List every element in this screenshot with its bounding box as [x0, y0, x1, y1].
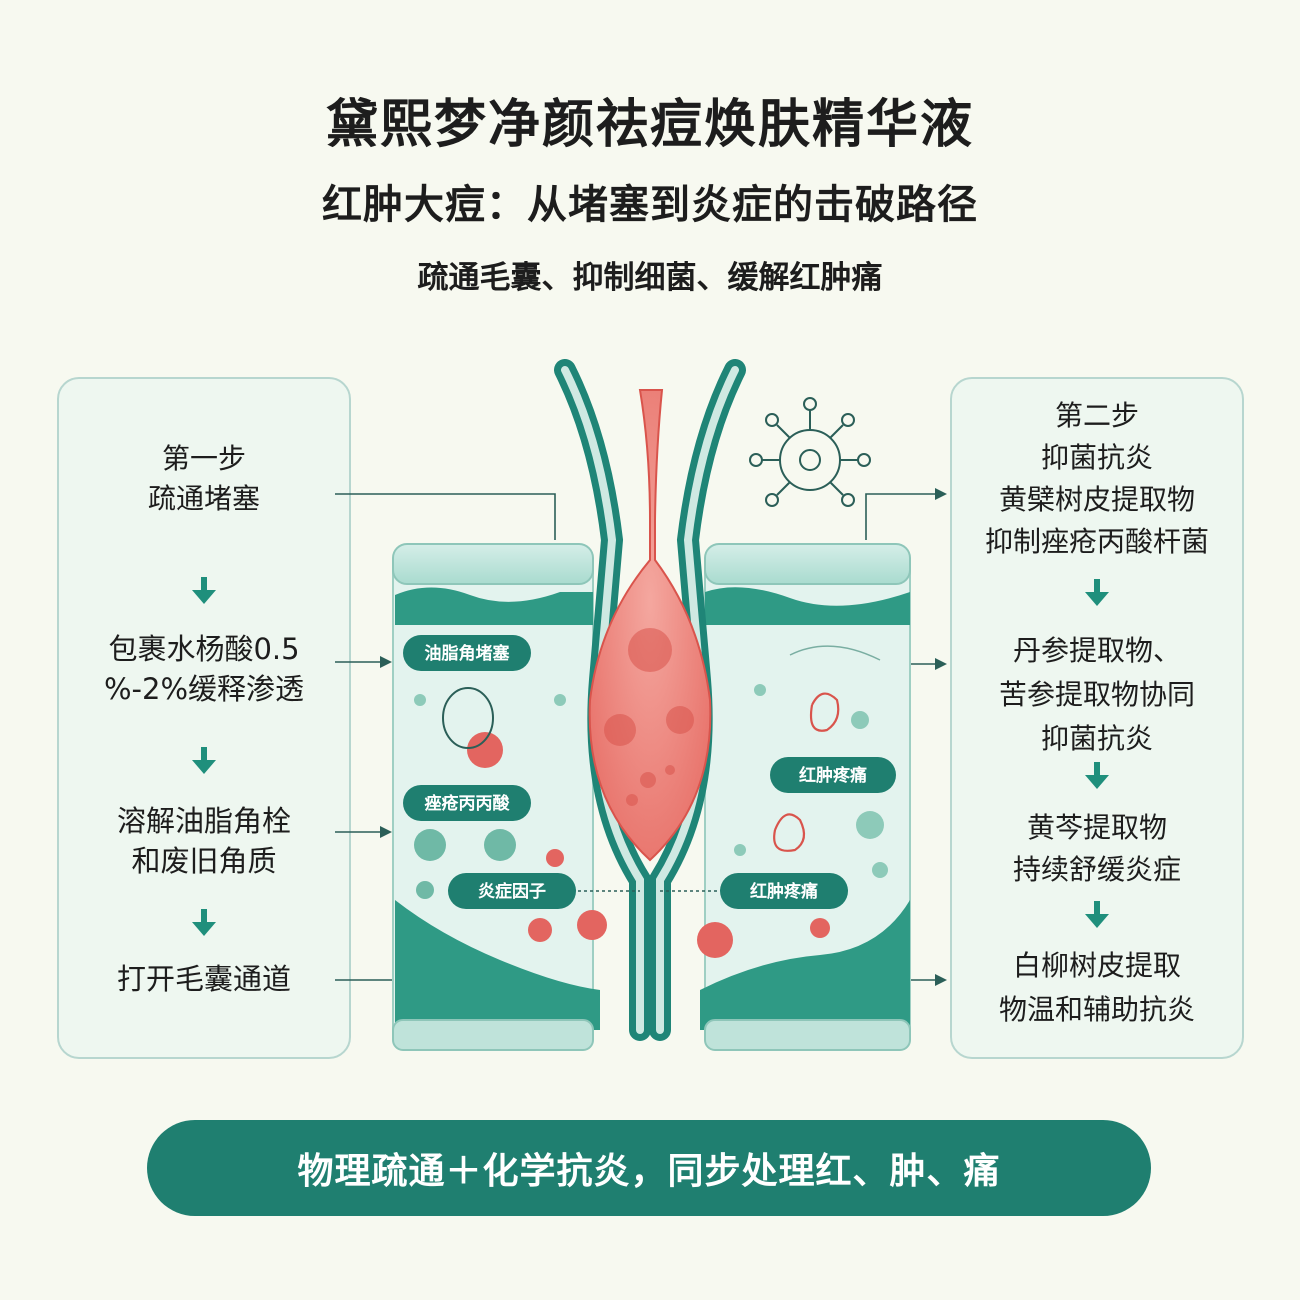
page-subtitle: 红肿大痘：从堵塞到炎症的击破路径 — [322, 182, 978, 228]
right-step-2-line-1: 丹参提取物、 — [1012, 634, 1181, 667]
label-oil-plug: 油脂角堵塞 — [403, 635, 531, 671]
arrow-down-icon — [192, 909, 216, 937]
label-redness-pain-upper-text: 红肿疼痛 — [799, 765, 867, 786]
right-step-3: 黄芩提取物 持续舒缓炎症 — [952, 807, 1242, 891]
right-step-2: 丹参提取物、 苦参提取物协同 抑菌抗炎 — [952, 629, 1242, 761]
arrow-down-icon — [1085, 762, 1109, 790]
left-connectors — [335, 493, 556, 981]
left-step-2: 包裹水杨酸0.5 %-2%缓释渗透 — [59, 629, 349, 709]
left-step-4-line-1: 打开毛囊通道 — [116, 962, 291, 996]
label-inflammation-factor: 炎症因子 — [448, 873, 640, 909]
left-step-1: 第一步 疏通堵塞 — [59, 439, 349, 519]
arrow-down-icon — [1085, 579, 1109, 607]
label-acne-bacteria-text: 痤疮丙丙酸 — [425, 793, 511, 814]
left-step-2-line-1: 包裹水杨酸0.5 — [108, 632, 300, 666]
summary-banner-text: 物理疏通＋化学抗炎，同步处理红、肿、痛 — [297, 1151, 1001, 1192]
left-step-3-line-1: 溶解油脂角栓 — [116, 804, 291, 838]
right-step-1: 第二步 抑菌抗炎 黄檗树皮提取物 抑制痤疮丙酸杆菌 — [952, 395, 1242, 563]
summary-banner: 物理疏通＋化学抗炎，同步处理红、肿、痛 — [147, 1120, 1151, 1216]
label-redness-pain-lower: 红肿疼痛 — [660, 873, 848, 909]
right-step-2-line-2: 苦参提取物协同 — [998, 678, 1195, 711]
left-step-2-line-2: %-2%缓释渗透 — [103, 672, 305, 706]
left-step-3-line-2: 和废旧角质 — [131, 844, 277, 878]
bulb-particles — [604, 628, 694, 806]
right-particles — [697, 645, 888, 958]
page-tagline: 疏通毛囊、抑制细菌、缓解红肿痛 — [417, 260, 883, 296]
left-step-1-line-2: 疏通堵塞 — [147, 482, 260, 515]
left-step-3: 溶解油脂角栓 和废旧角质 — [59, 801, 349, 881]
right-step-3-line-1: 黄芩提取物 — [1026, 811, 1167, 844]
right-step-4-line-2: 物温和辅助抗炎 — [998, 993, 1195, 1026]
right-step-2-line-3: 抑菌抗炎 — [1040, 722, 1153, 755]
arrow-down-icon — [192, 747, 216, 775]
label-redness-pain-upper: 红肿疼痛 — [770, 757, 896, 793]
arrow-down-icon — [192, 577, 216, 605]
right-step-panel: 第二步 抑菌抗炎 黄檗树皮提取物 抑制痤疮丙酸杆菌 丹参提取物、 苦参提取物协同… — [950, 377, 1244, 1059]
right-step-4-line-1: 白柳树皮提取 — [1012, 949, 1181, 982]
bacteria-icon — [749, 397, 871, 507]
right-step-3-line-2: 持续舒缓炎症 — [1012, 853, 1181, 886]
left-step-4: 打开毛囊通道 — [59, 959, 349, 999]
skin-block-right — [700, 543, 911, 1051]
left-step-1-line-1: 第一步 — [161, 442, 246, 475]
label-redness-pain-lower-text: 红肿疼痛 — [750, 881, 818, 902]
label-inflammation-factor-text: 炎症因子 — [478, 881, 546, 902]
right-step-4: 白柳树皮提取 物温和辅助抗炎 — [952, 944, 1242, 1032]
right-step-1-line-1: 第二步 — [1054, 399, 1139, 432]
page-title: 黛熙梦净颜祛痘焕肤精华液 — [325, 95, 974, 155]
label-oil-plug-text: 油脂角堵塞 — [425, 643, 511, 664]
right-step-1-line-4: 抑制痤疮丙酸杆菌 — [984, 525, 1209, 558]
right-step-1-line-2: 抑菌抗炎 — [1040, 441, 1153, 474]
right-step-1-line-3: 黄檗树皮提取物 — [998, 483, 1195, 516]
left-step-panel: 第一步 疏通堵塞 包裹水杨酸0.5 %-2%缓释渗透 溶解油脂角栓 和废旧角质 … — [57, 377, 351, 1059]
arrow-down-icon — [1085, 901, 1109, 929]
label-acne-bacteria: 痤疮丙丙酸 — [403, 785, 531, 821]
